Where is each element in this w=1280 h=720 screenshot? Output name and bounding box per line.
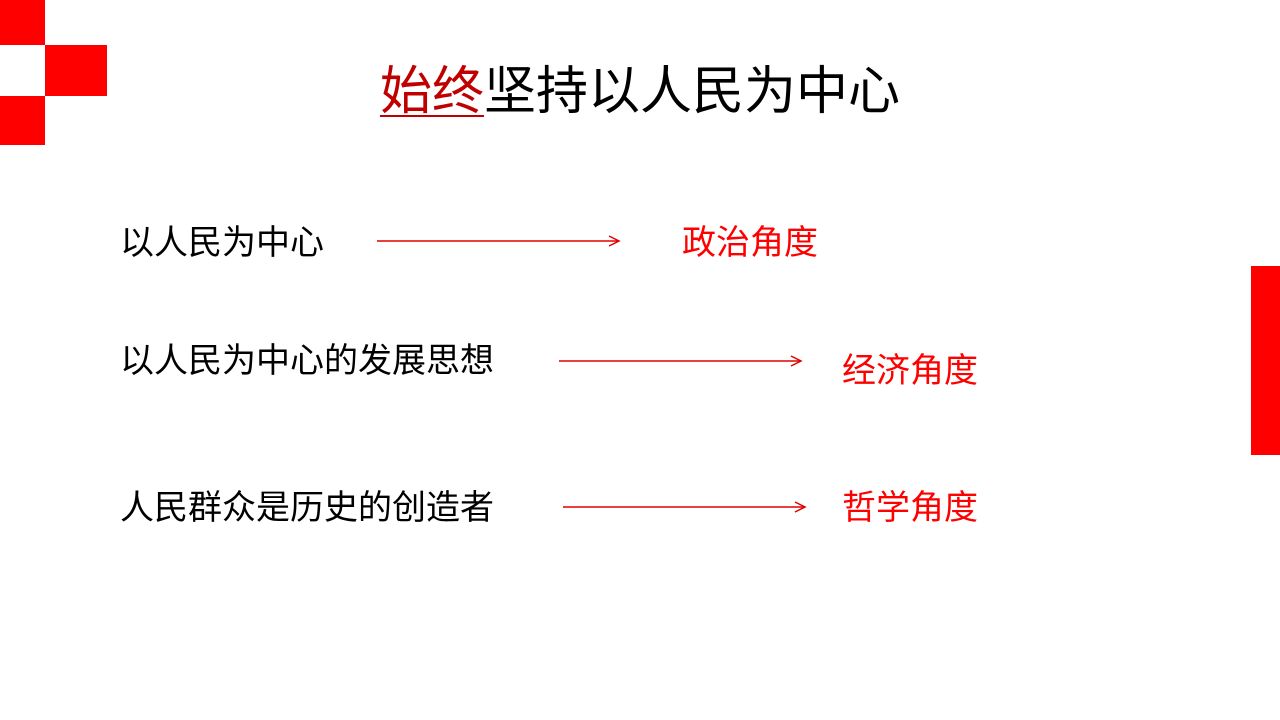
row-3-arrow-icon (563, 501, 807, 513)
row-2-arrow-icon (559, 355, 803, 367)
row-1-perspective: 政治角度 (682, 223, 818, 263)
title-rest: 坚持以人民为中心 (484, 62, 901, 122)
title-accent: 始终 (379, 62, 484, 122)
row-3-perspective: 哲学角度 (842, 488, 978, 528)
row-2-perspective: 经济角度 (842, 351, 978, 391)
row-1-statement: 以人民为中心 (120, 223, 324, 263)
corner-decoration-square (45, 45, 107, 96)
row-1-arrow-icon (377, 235, 621, 247)
slide-title: 始终坚持以人民为中心 (0, 56, 1280, 128)
right-edge-red-bar (1251, 266, 1280, 455)
row-3-statement: 人民群众是历史的创造者 (120, 488, 494, 528)
corner-decoration-square (0, 96, 45, 145)
corner-decoration-square (0, 0, 45, 45)
row-2-statement: 以人民为中心的发展思想 (120, 341, 494, 381)
